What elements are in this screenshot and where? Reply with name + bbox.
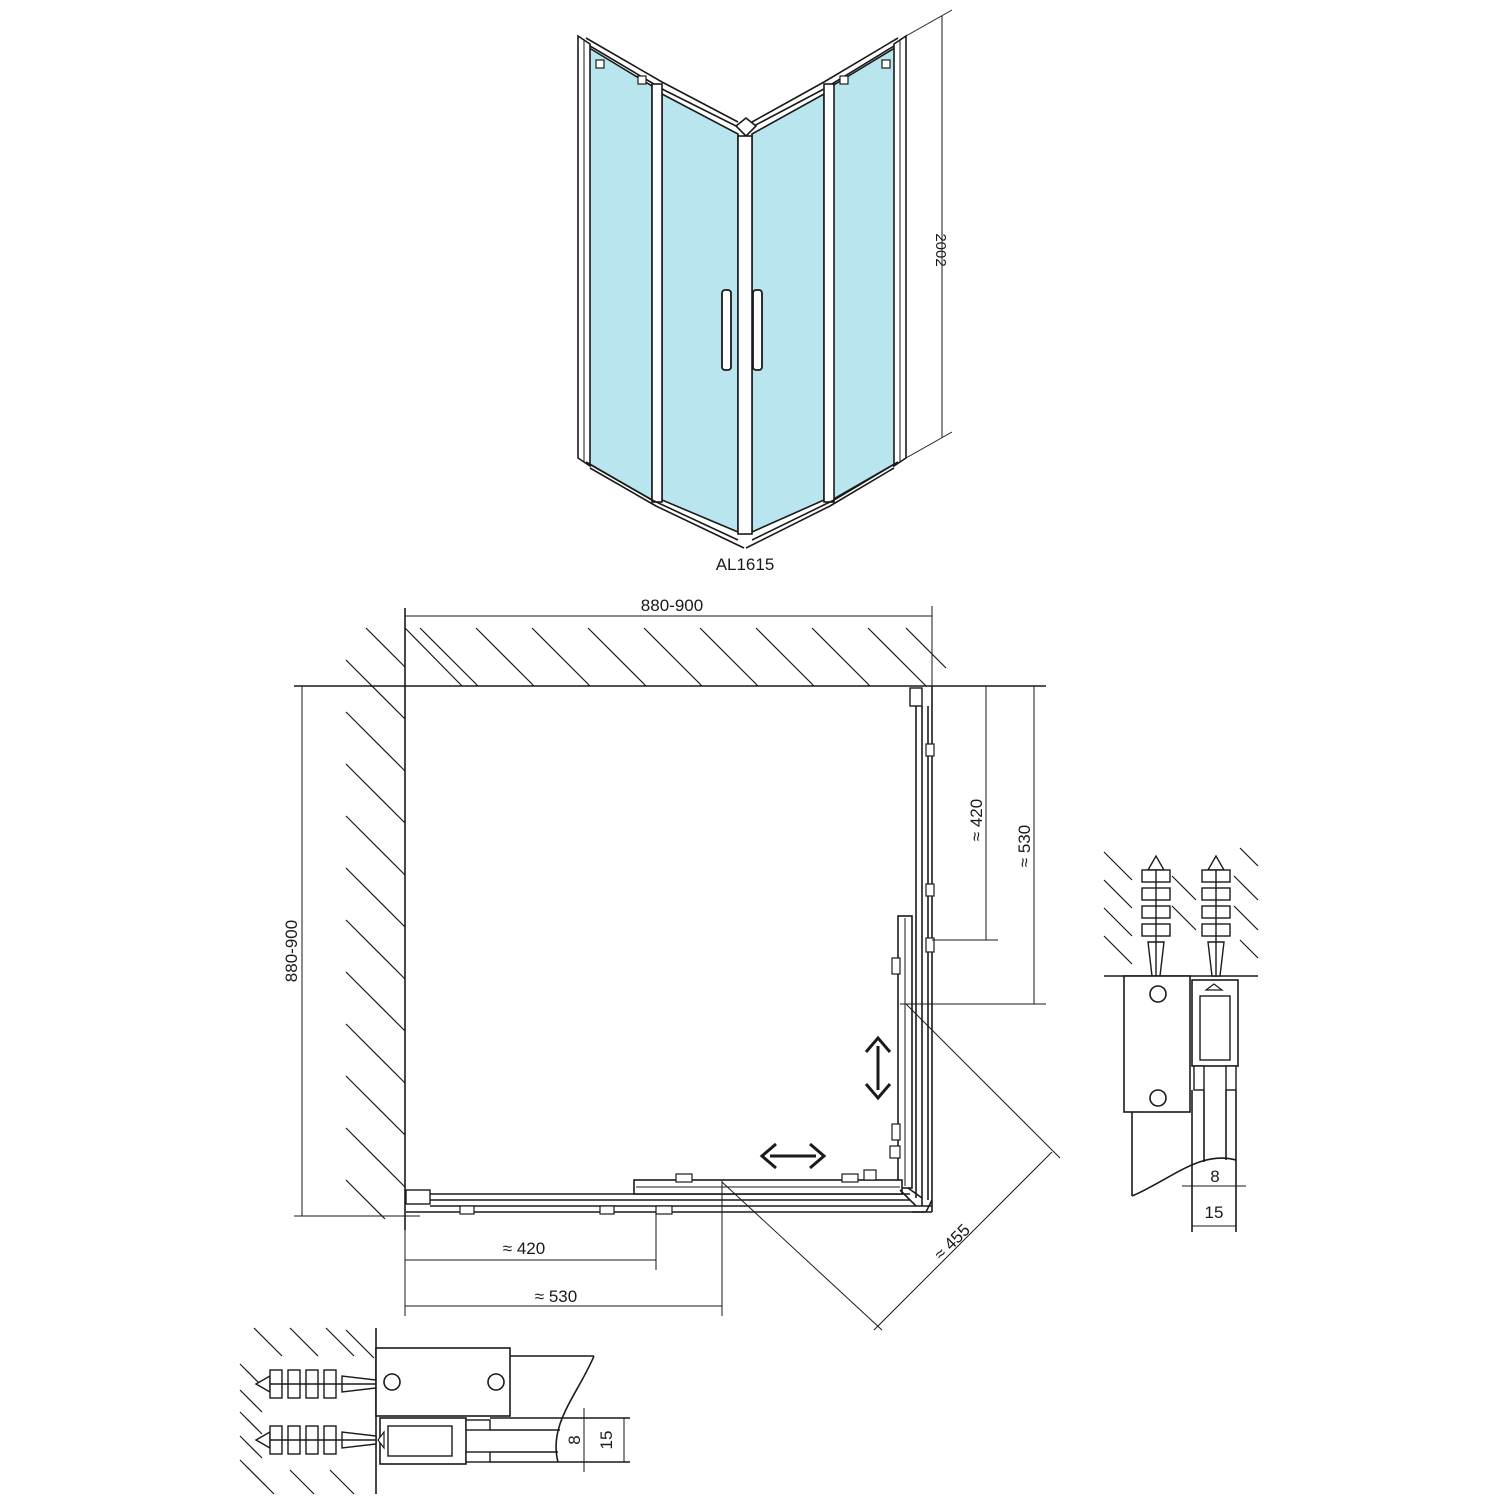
- door-handle-left: [721, 289, 732, 371]
- door-handle-right: [752, 289, 763, 371]
- vertical-sliding-arrow: [864, 1035, 892, 1101]
- glass-panel-right-fixed: [831, 44, 899, 502]
- wall-hatch-top: [404, 627, 947, 687]
- wall-plug-top: [254, 1369, 377, 1399]
- wall-plug-right: [1201, 854, 1231, 977]
- bottom-detail-outer-width: 15: [597, 1431, 616, 1450]
- right-detail-inner-width: 8: [1210, 1167, 1219, 1186]
- perspective-view: 2002 AL1615: [577, 9, 953, 574]
- side-door-dim-420-label: ≈ 420: [967, 799, 986, 841]
- glass-panel-left-fixed: [585, 44, 653, 502]
- height-label: 2002: [932, 233, 949, 266]
- side-door-dim-530-label: ≈ 530: [1015, 825, 1034, 867]
- wall-plug-bottom: [254, 1425, 377, 1455]
- front-door-dim-420-label: ≈ 420: [503, 1239, 545, 1258]
- wall-plug-left: [1141, 854, 1171, 977]
- model-code-label: AL1615: [716, 555, 775, 574]
- depth-label: 880-900: [282, 920, 301, 982]
- diagonal-entry-dim-label: ≈ 455: [930, 1220, 973, 1263]
- plan-view: 880-900 880-900: [282, 596, 1061, 1331]
- bottom-detail-inner-width: 8: [565, 1435, 584, 1444]
- wall-profile-detail-bottom: 8 15: [239, 1327, 630, 1495]
- right-detail-outer-width: 15: [1205, 1203, 1224, 1222]
- front-door-dim-530-label: ≈ 530: [535, 1287, 577, 1306]
- horizontal-sliding-arrow: [759, 1142, 827, 1170]
- wall-hatch-left: [345, 627, 406, 1220]
- width-label: 880-900: [641, 596, 703, 615]
- corner-post: [734, 116, 758, 138]
- wall-profile-detail-right: 8 15: [1103, 847, 1259, 1232]
- diagonal-entry-dim-line: [873, 1151, 1053, 1331]
